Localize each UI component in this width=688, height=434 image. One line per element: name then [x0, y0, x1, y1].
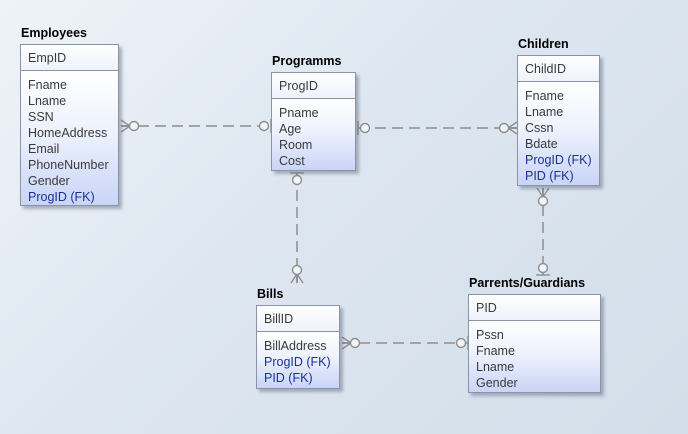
attribute: BillAddress	[264, 339, 327, 353]
attribute: HomeAddress	[28, 126, 108, 140]
cardinality-zero-mark	[455, 337, 467, 349]
cardinality-zero-mark	[128, 120, 140, 132]
cardinality-zero-mark	[537, 262, 549, 274]
crowfoot-mark	[341, 336, 352, 344]
attribute: Gender	[28, 174, 70, 188]
cardinality-zero-mark	[291, 174, 303, 186]
attribute: Bdate	[525, 137, 558, 151]
foreign-key-attribute: ProgID (FK)	[264, 355, 331, 369]
entity-title: Employees	[21, 26, 88, 40]
foreign-key-attribute: ProgID (FK)	[28, 190, 95, 204]
attribute: Lname	[525, 105, 564, 119]
attribute: Lname	[476, 360, 515, 374]
primary-key: ProgID	[279, 79, 318, 93]
foreign-key-attribute: PID (FK)	[525, 169, 574, 183]
crowfoot-mark	[542, 187, 550, 198]
attribute: Fname	[28, 78, 67, 92]
cardinality-zero-mark	[258, 120, 270, 132]
primary-key: PID	[476, 301, 497, 315]
attribute: Cssn	[525, 121, 554, 135]
attribute: Room	[279, 138, 313, 152]
cardinality-zero-mark	[359, 122, 371, 134]
attribute: Email	[28, 142, 60, 156]
foreign-key-attribute: ProgID (FK)	[525, 153, 592, 167]
pk-section: ProgID	[272, 73, 355, 99]
cardinality-zero-mark	[291, 264, 303, 276]
attribute: Cost	[279, 154, 305, 168]
attribute: Age	[279, 122, 302, 136]
attribute: PhoneNumber	[28, 158, 109, 172]
attribute: Pssn	[476, 328, 504, 342]
pk-section: ChildID	[518, 56, 599, 82]
crowfoot-mark	[341, 342, 352, 350]
pk-section: EmpID	[21, 45, 118, 71]
entity-title: Children	[518, 37, 569, 51]
entity-title: Parrents/Guardians	[469, 276, 586, 290]
foreign-key-attribute: PID (FK)	[264, 371, 313, 385]
attribute: Pname	[279, 106, 319, 120]
attribute: Gender	[476, 376, 518, 390]
crowfoot-mark	[290, 273, 298, 284]
crowfoot-mark	[296, 273, 304, 284]
primary-key: BillID	[264, 312, 294, 326]
cardinality-zero-mark	[537, 195, 549, 207]
attribute: SSN	[28, 110, 54, 124]
entity-title: Programms	[272, 54, 342, 68]
attribute: Lname	[28, 94, 67, 108]
entity-title: Bills	[257, 287, 284, 301]
crowfoot-mark	[507, 127, 518, 135]
cardinality-zero-mark	[498, 122, 510, 134]
cardinality-zero-mark	[349, 337, 361, 349]
primary-key: ChildID	[525, 62, 566, 76]
attribute: Fname	[525, 89, 564, 103]
crowfoot-mark	[536, 187, 544, 198]
primary-key: EmpID	[28, 51, 67, 65]
pk-section: PID	[469, 295, 600, 321]
crowfoot-mark	[120, 125, 131, 133]
pk-section: BillID	[257, 306, 339, 332]
crowfoot-mark	[120, 119, 131, 127]
crowfoot-mark	[507, 121, 518, 129]
attribute: Fname	[476, 344, 515, 358]
